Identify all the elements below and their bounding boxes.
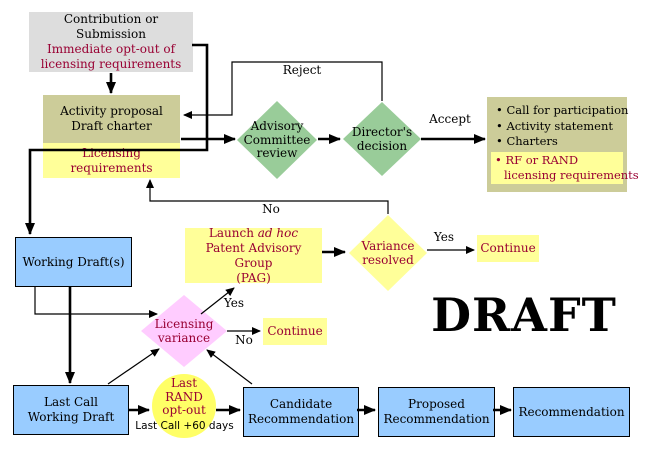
no-licensing-edge-label: No: [235, 333, 253, 347]
working-drafts-label: Working Draft(s): [22, 254, 125, 269]
candidate-recommendation-box: Candidate Recommendation: [243, 387, 359, 437]
yes-variance-edge-label: Yes: [433, 230, 455, 244]
accept-edge-label: Accept: [429, 112, 471, 126]
call-for-participation-box: • Call for participation • Activity stat…: [487, 97, 639, 192]
flow-working-drafts-to-variance-check: [34, 286, 158, 318]
licensing-requirements-box: Licensing requirements: [43, 143, 180, 178]
candidate-line1: Candidate: [269, 397, 333, 411]
participation-item-1: • Call for participation: [496, 103, 629, 117]
rf-rand-line2: licensing requirements: [504, 167, 639, 182]
pag-line3: (PAG): [236, 270, 271, 285]
pag-line2: Patent Advisory Group: [205, 240, 302, 270]
proposed-recommendation-box: Proposed Recommendation: [378, 387, 495, 437]
lcwd-line1: Last Call: [44, 395, 98, 409]
continue-box-top: Continue: [477, 235, 539, 262]
rf-rand-licensing-box: • RF or RAND licensing requirements: [491, 152, 639, 184]
no-variance-edge-label: No: [262, 202, 280, 216]
directors-decision-label: Director's decision: [351, 125, 413, 153]
continue-mid-label: Continue: [267, 324, 323, 338]
variance-resolved-label: Variance resolved: [361, 239, 415, 267]
advisory-committee-label: Advisory Committee review: [243, 119, 311, 160]
immediate-opt-out-line1: Immediate opt-out of: [46, 42, 176, 56]
candidate-line2: Recommendation: [247, 412, 355, 426]
lcwd-line2: Working Draft: [27, 410, 115, 424]
rand-opt-out-label: Last RAND opt-out: [162, 376, 206, 417]
activity-proposal-line2: Draft charter: [71, 119, 152, 133]
immediate-opt-out-line2: licensing requirements: [40, 57, 182, 71]
pag-line1-italic: ad hoc: [257, 225, 299, 240]
licensing-variance-label: Licensing variance: [154, 317, 214, 345]
rf-rand-line1: • RF or RAND: [495, 153, 579, 167]
yes-licensing-edge-label: Yes: [223, 296, 245, 310]
activity-proposal-box: Activity proposal Draft charter: [43, 95, 180, 143]
continue-top-label: Continue: [480, 241, 536, 255]
proposed-line2: Recommendation: [383, 412, 490, 426]
working-drafts-box: Working Draft(s): [15, 237, 132, 287]
continue-box-mid: Continue: [263, 318, 327, 345]
last-call-60-days-caption: Last Call +60 days: [135, 420, 234, 432]
participation-item-3: • Charters: [496, 134, 558, 148]
participation-item-2: • Activity statement: [496, 118, 613, 133]
proposed-line1: Proposed: [408, 397, 465, 411]
pag-line1: Launch ad hoc: [209, 226, 298, 241]
reject-edge-label: Reject: [282, 63, 322, 77]
contribution-submission-box: Contribution or Submission Immediate opt…: [29, 12, 193, 72]
contribution-title: Contribution or Submission: [63, 12, 159, 41]
licensing-requirements-label: Licensing requirements: [70, 145, 153, 175]
recommendation-box: Recommendation: [513, 387, 630, 437]
last-call-working-draft-box: Last Call Working Draft: [13, 385, 129, 435]
recommendation-label: Recommendation: [518, 404, 625, 419]
draft-watermark: DRAFT: [431, 288, 617, 342]
pag-box: Launch ad hoc Patent Advisory Group (PAG…: [185, 226, 322, 285]
pag-line1-text: Launch: [208, 225, 258, 240]
activity-proposal-line1: Activity proposal: [60, 104, 163, 118]
